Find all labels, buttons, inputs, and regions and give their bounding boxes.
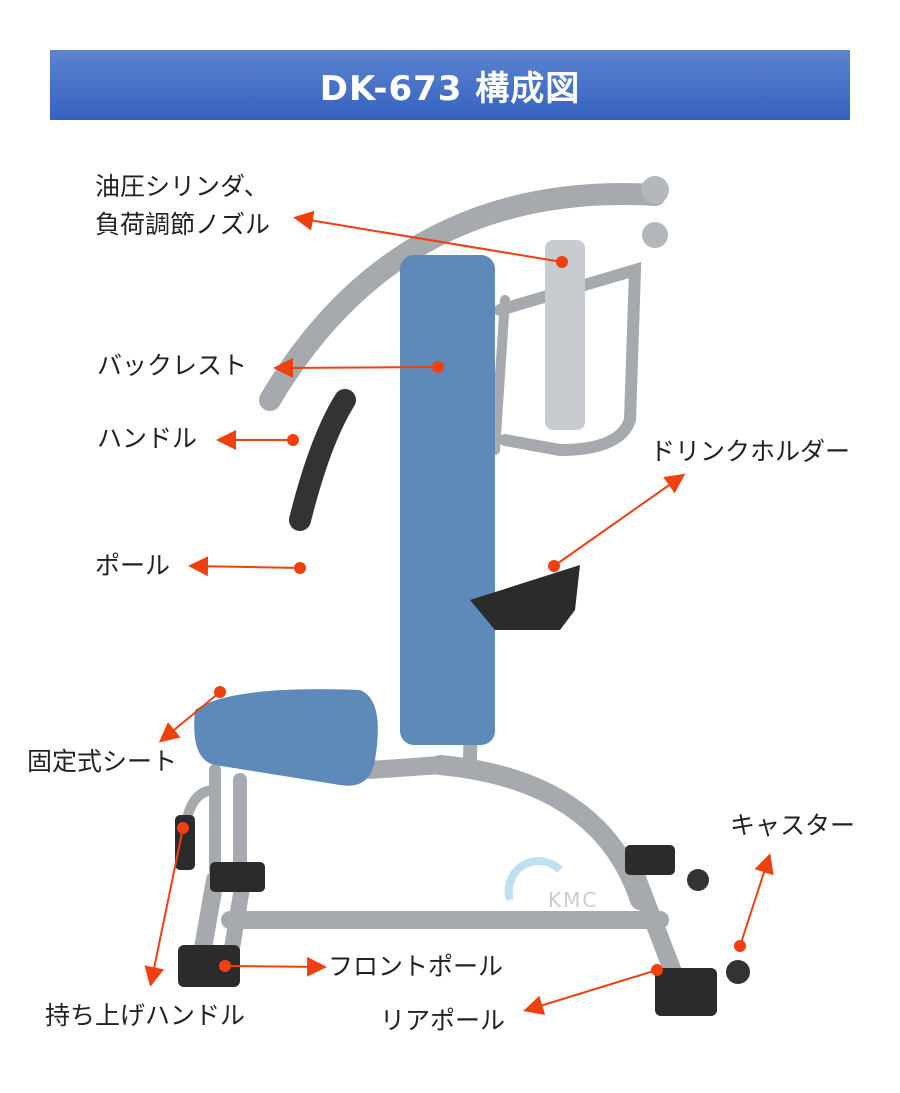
watermark: KMC [548, 888, 599, 912]
backrest [400, 255, 495, 745]
label-caster: キャスター [730, 811, 856, 840]
label-handle: ハンドル [97, 424, 198, 453]
hydraulic-cylinder [545, 240, 585, 430]
label-rear-pole: リアポール [380, 1006, 506, 1035]
page-title: DK-673 構成図 [319, 68, 581, 109]
callout-arrows [144, 210, 774, 1015]
label-drink-holder: ドリンクホルダー [650, 437, 851, 466]
seat [194, 689, 378, 786]
base-frame [180, 183, 689, 999]
label-lift-handle: 持ち上げハンドル [45, 1001, 246, 1030]
label-seat: 固定式シート [27, 747, 178, 776]
drink-holder [470, 565, 580, 630]
label-front-pole: フロントポール [328, 952, 504, 981]
label-backrest: バックレスト [97, 351, 248, 380]
caster-wheel [726, 960, 750, 984]
title-banner: DK-673 構成図 [50, 50, 850, 120]
label-cylinder: 油圧シリンダ、 負荷調節ノズル [95, 172, 271, 239]
label-pole: ポール [95, 551, 171, 580]
handle-grip [289, 389, 356, 531]
